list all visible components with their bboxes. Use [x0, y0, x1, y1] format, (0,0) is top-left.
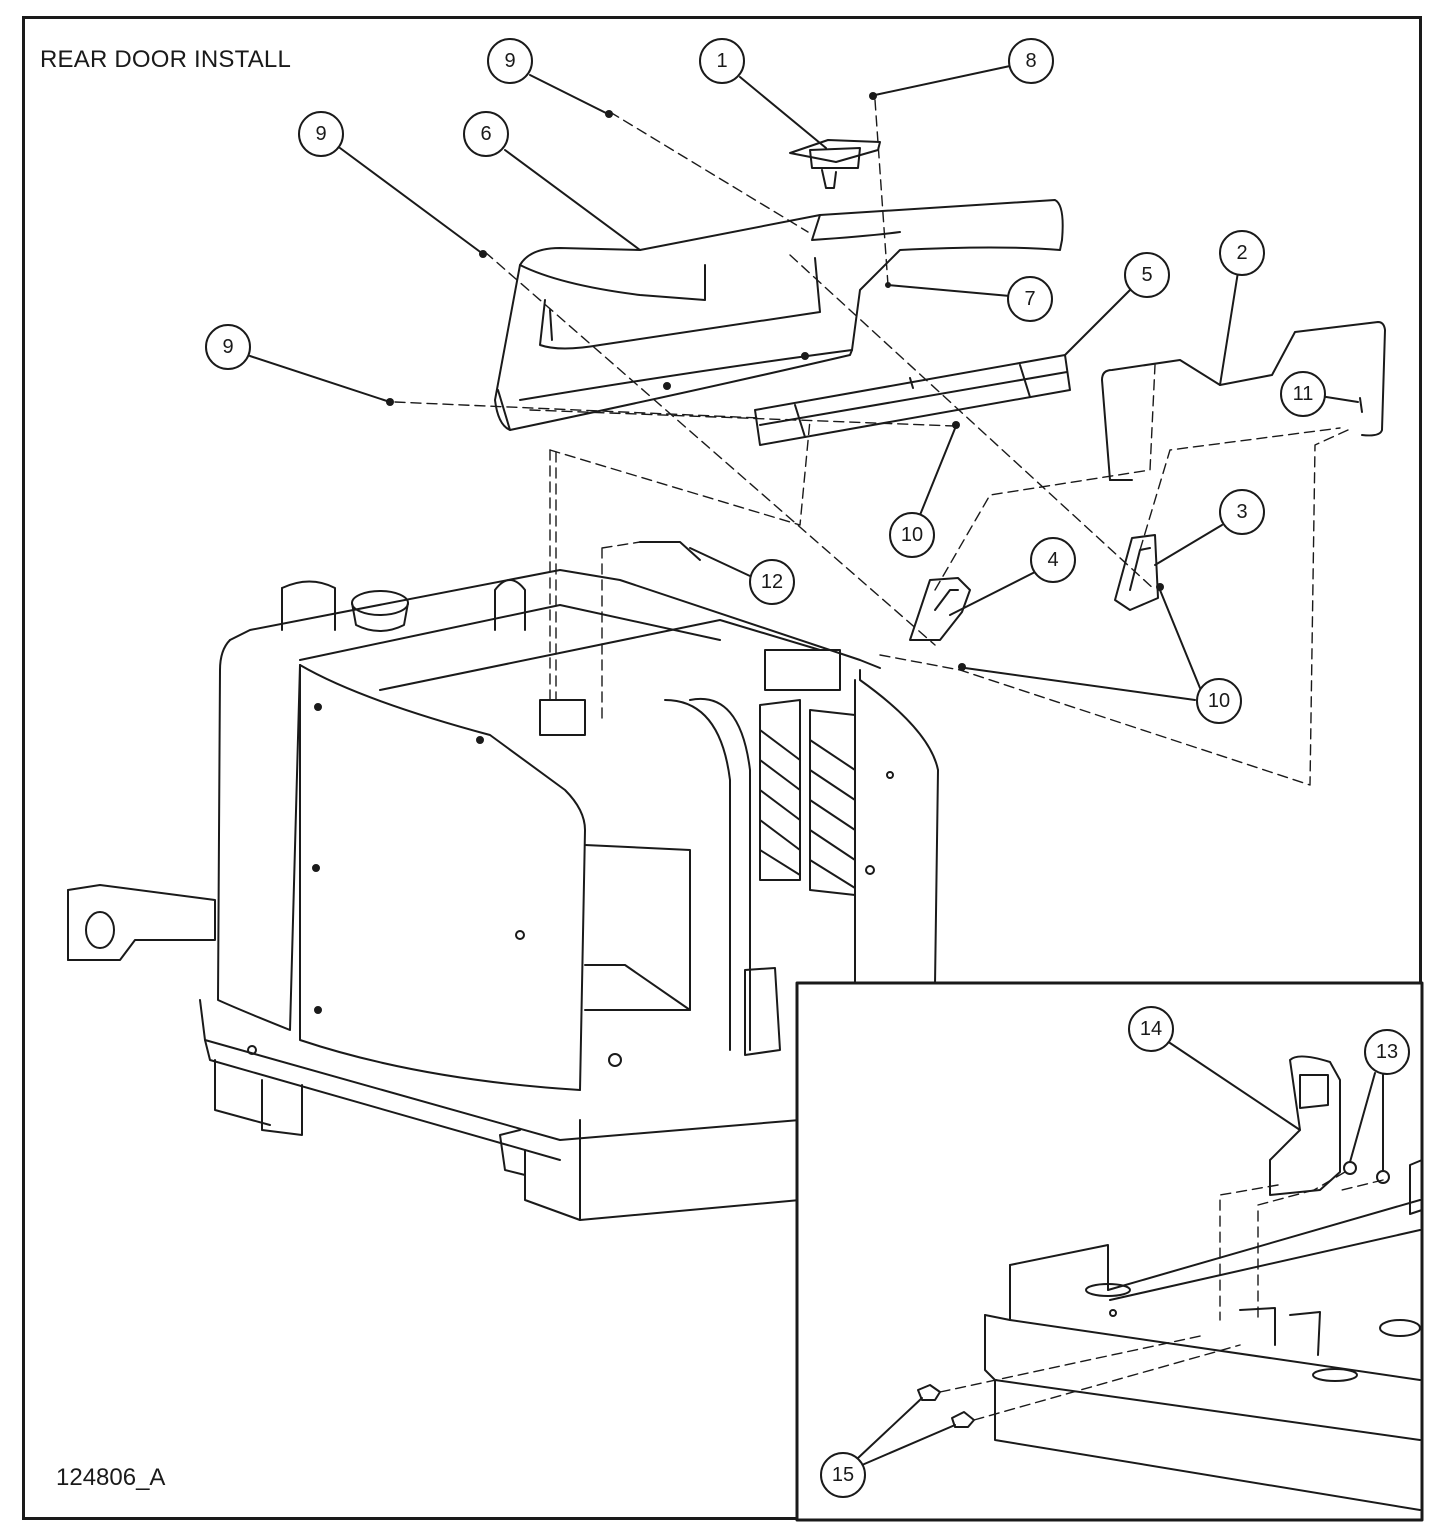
callout-13: 13 — [1376, 1041, 1398, 1063]
diagram-title: REAR DOOR INSTALL — [40, 46, 292, 73]
callout-5: 5 — [1141, 264, 1152, 286]
inset-detail-view — [795, 981, 1424, 1522]
drawing-border — [22, 16, 1422, 1520]
callout-15: 15 — [832, 1464, 854, 1486]
callout-9-middle: 9 — [315, 123, 326, 145]
callout-12: 12 — [761, 571, 783, 593]
callout-bubbles — [205, 38, 1410, 1498]
assembly-dashed-lines — [394, 99, 1349, 786]
callout-14: 14 — [1140, 1018, 1162, 1040]
generator-enclosure — [67, 569, 939, 1221]
part-11-clip — [1359, 397, 1363, 413]
part-4-striker — [909, 577, 971, 641]
callout-9-top: 9 — [504, 50, 515, 72]
part-2-door-rod — [1101, 321, 1386, 481]
louver-vents — [759, 699, 856, 896]
leader-lines — [249, 65, 1359, 701]
callout-11: 11 — [1293, 383, 1314, 405]
part-14-bracket — [1269, 1055, 1341, 1196]
callout-4: 4 — [1047, 549, 1058, 571]
callout-3: 3 — [1236, 501, 1247, 523]
drawing-number: 124806_A — [56, 1464, 166, 1491]
part-5-hinge-bar — [754, 354, 1071, 446]
part-6-rear-door-frame — [494, 199, 1064, 431]
callout-8: 8 — [1025, 50, 1036, 72]
callout-10-lower: 10 — [1208, 690, 1230, 712]
callout-10-upper: 10 — [901, 524, 923, 546]
callout-9-lower: 9 — [222, 336, 233, 358]
part-12-pin — [639, 541, 701, 561]
callout-6: 6 — [480, 123, 491, 145]
callout-1: 1 — [716, 50, 727, 72]
callout-7: 7 — [1024, 288, 1035, 310]
callout-2: 2 — [1236, 242, 1247, 264]
part-1-latch — [789, 139, 881, 189]
